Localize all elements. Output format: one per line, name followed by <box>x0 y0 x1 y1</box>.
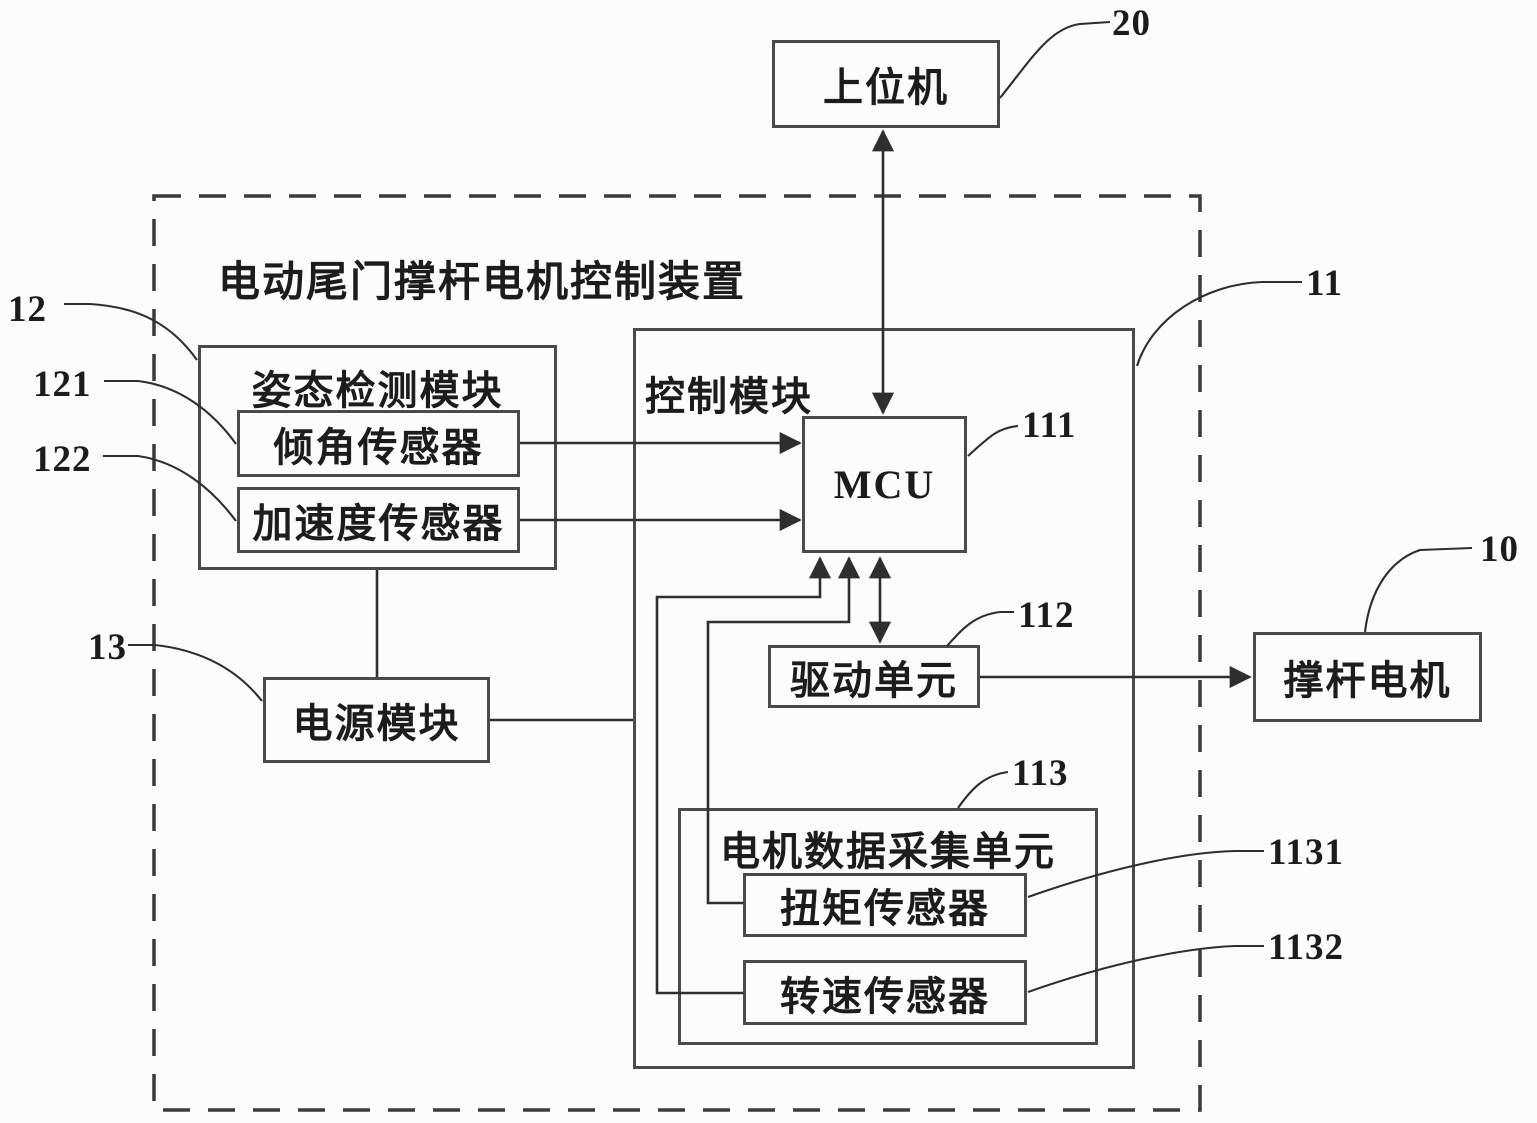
ref-label-1132: 1132 <box>1268 927 1344 968</box>
data-collect-unit-label: 电机数据采集单元 <box>720 829 1056 874</box>
leader-line-20 <box>999 20 1111 99</box>
ref-label-111: 111 <box>1022 405 1077 446</box>
mcu-box: MCU <box>802 416 967 553</box>
power-module-label: 电源模块 <box>292 701 461 746</box>
ref-label-1131: 1131 <box>1268 832 1344 873</box>
device-title: 电动尾门撑杆电机控制装置 <box>218 260 747 306</box>
ref-label-12: 12 <box>8 289 47 330</box>
accel-sensor-label: 加速度传感器 <box>252 501 505 546</box>
tilt-sensor-box: 倾角传感器 <box>237 410 520 477</box>
control-module-label: 控制模块 <box>645 374 813 419</box>
speed-sensor-box: 转速传感器 <box>743 960 1027 1025</box>
drive-unit-box: 驱动单元 <box>768 645 980 708</box>
leader-line-13 <box>128 643 263 702</box>
leader-line-10 <box>1363 546 1473 633</box>
leader-line-11 <box>1135 280 1302 367</box>
power-module-box: 电源模块 <box>263 677 490 763</box>
tilt-sensor-label: 倾角传感器 <box>273 424 484 470</box>
leader-line-12 <box>64 302 198 361</box>
ref-label-113: 113 <box>1012 753 1069 794</box>
ref-label-112: 112 <box>1018 595 1075 636</box>
ref-label-122: 122 <box>33 439 92 480</box>
ref-label-10: 10 <box>1480 529 1519 570</box>
drive-unit-label: 驱动单元 <box>790 657 958 703</box>
strut-motor-box: 撑杆电机 <box>1253 632 1482 722</box>
ref-label-121: 121 <box>33 364 92 405</box>
torque-sensor-label: 扭矩传感器 <box>780 886 990 931</box>
host-label: 上位机 <box>823 65 949 110</box>
host-box: 上位机 <box>772 40 1000 128</box>
mcu-label: MCU <box>833 462 936 507</box>
accel-sensor-box: 加速度传感器 <box>237 487 520 553</box>
speed-sensor-label: 转速传感器 <box>780 973 990 1019</box>
ref-label-20: 20 <box>1112 3 1151 44</box>
ref-label-13: 13 <box>88 627 127 668</box>
torque-sensor-box: 扭矩传感器 <box>743 873 1027 937</box>
posture-module-label: 姿态检测模块 <box>251 368 504 413</box>
ref-label-11: 11 <box>1306 263 1343 304</box>
strut-motor-label: 撑杆电机 <box>1283 658 1452 703</box>
